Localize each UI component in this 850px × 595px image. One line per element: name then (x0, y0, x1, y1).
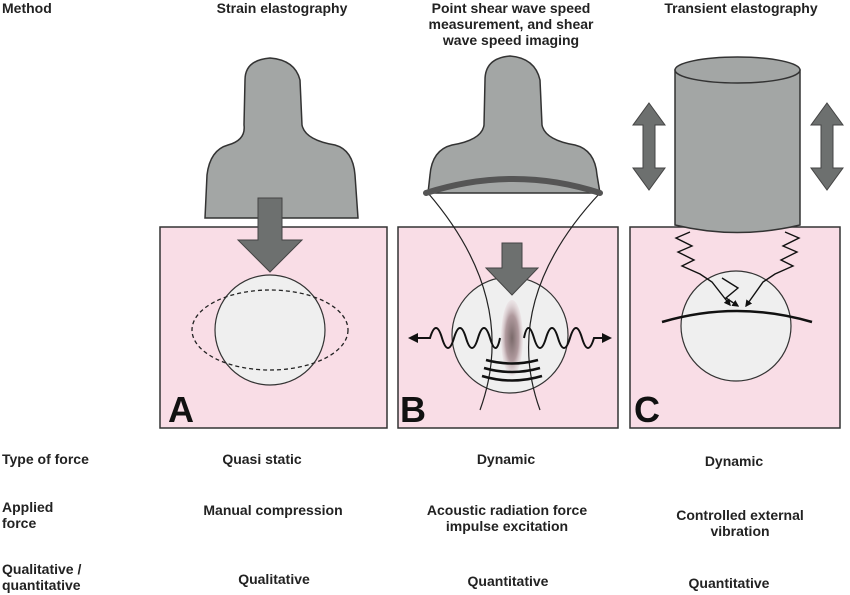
row-value-line: Dynamic (476, 451, 536, 467)
row-label-line: Qualitative / (2, 561, 82, 577)
row-value-qual-strain: Qualitative (238, 571, 310, 587)
panel-strain-elastography: A (159, 57, 388, 430)
row-value-applied-shear: Acoustic radiation force impulse excitat… (427, 502, 587, 534)
row-label-line: Applied (2, 499, 54, 515)
vibrator-probe-top (674, 56, 801, 84)
shear-wave-left (408, 327, 501, 349)
panel-letter-a: A (168, 389, 194, 430)
row-value-line: Quantitative (467, 573, 549, 589)
lesion-c (680, 270, 792, 382)
push-pulse-focus (501, 300, 523, 376)
row-value-applied-strain: Manual compression (203, 502, 342, 518)
compression-arrow-icon (236, 197, 304, 273)
vibration-wave-center (721, 277, 740, 307)
vibration-arrow-left-icon (632, 102, 666, 191)
compressed-lesion-outline (191, 289, 349, 371)
column-title-shear-wave: Point shear wave speed measurement, and … (429, 0, 594, 48)
column-title-line: Transient elastography (664, 0, 818, 16)
push-arrow-icon (484, 242, 540, 296)
panel-shear-wave: B (397, 55, 619, 430)
row-value-line: Dynamic (704, 453, 764, 469)
row-value-type-strain: Quasi static (222, 451, 301, 467)
wavefront-3 (481, 374, 543, 382)
row-value-qual-transient: Quantitative (689, 575, 770, 591)
column-title-line: Strain elastography (216, 0, 348, 16)
row-value-line: Quasi static (222, 451, 302, 467)
vibration-wave-right (745, 231, 801, 308)
row-value-line: Qualitative (238, 571, 310, 587)
lesion-a (214, 274, 326, 386)
vibrator-probe (674, 69, 801, 234)
wavefront-2 (483, 366, 541, 374)
probe-b (427, 55, 601, 194)
panel-letter-c: C (634, 389, 660, 430)
row-label-qualitative: Qualitative / quantitative (2, 561, 81, 593)
row-label-applied-force: Applied force (2, 499, 53, 531)
row-value-line: Manual compression (203, 502, 343, 518)
row-value-line: Controlled external (676, 507, 804, 523)
panel-letter-b: B (400, 389, 426, 430)
row-value-line: Quantitative (688, 575, 770, 591)
transducer-array (423, 176, 603, 196)
vibration-arrow-right-icon (810, 102, 844, 191)
column-title-line: measurement, and shear (428, 16, 594, 32)
beam-line-left (427, 192, 493, 411)
row-label-line: quantitative (2, 577, 81, 593)
row-value-applied-transient: Controlled external vibration (676, 507, 804, 539)
row-value-line: Acoustic radiation force (426, 502, 588, 518)
column-title-transient: Transient elastography (664, 0, 817, 16)
row-value-line: vibration (710, 523, 770, 539)
row-value-type-transient: Dynamic (705, 453, 763, 469)
wavefront-1 (485, 358, 539, 365)
method-label: Method (2, 0, 52, 16)
shear-wave-right (523, 327, 612, 349)
row-label-type-of-force: Type of force (2, 451, 89, 467)
probe-a (204, 57, 359, 219)
column-title-line: wave speed imaging (442, 32, 580, 48)
row-value-line: impulse excitation (445, 518, 569, 534)
column-title-strain: Strain elastography (217, 0, 348, 16)
row-value-type-shear: Dynamic (477, 451, 535, 467)
beam-line-right (528, 192, 601, 411)
row-value-qual-shear: Quantitative (468, 573, 549, 589)
panel-transient-elastography: C (629, 56, 844, 430)
column-title-line: Point shear wave speed (431, 0, 591, 16)
row-label-line: Type of force (2, 451, 89, 467)
shear-wavefront-c (661, 309, 813, 324)
vibration-wave-left (674, 231, 731, 307)
row-label-line: force (2, 515, 37, 531)
